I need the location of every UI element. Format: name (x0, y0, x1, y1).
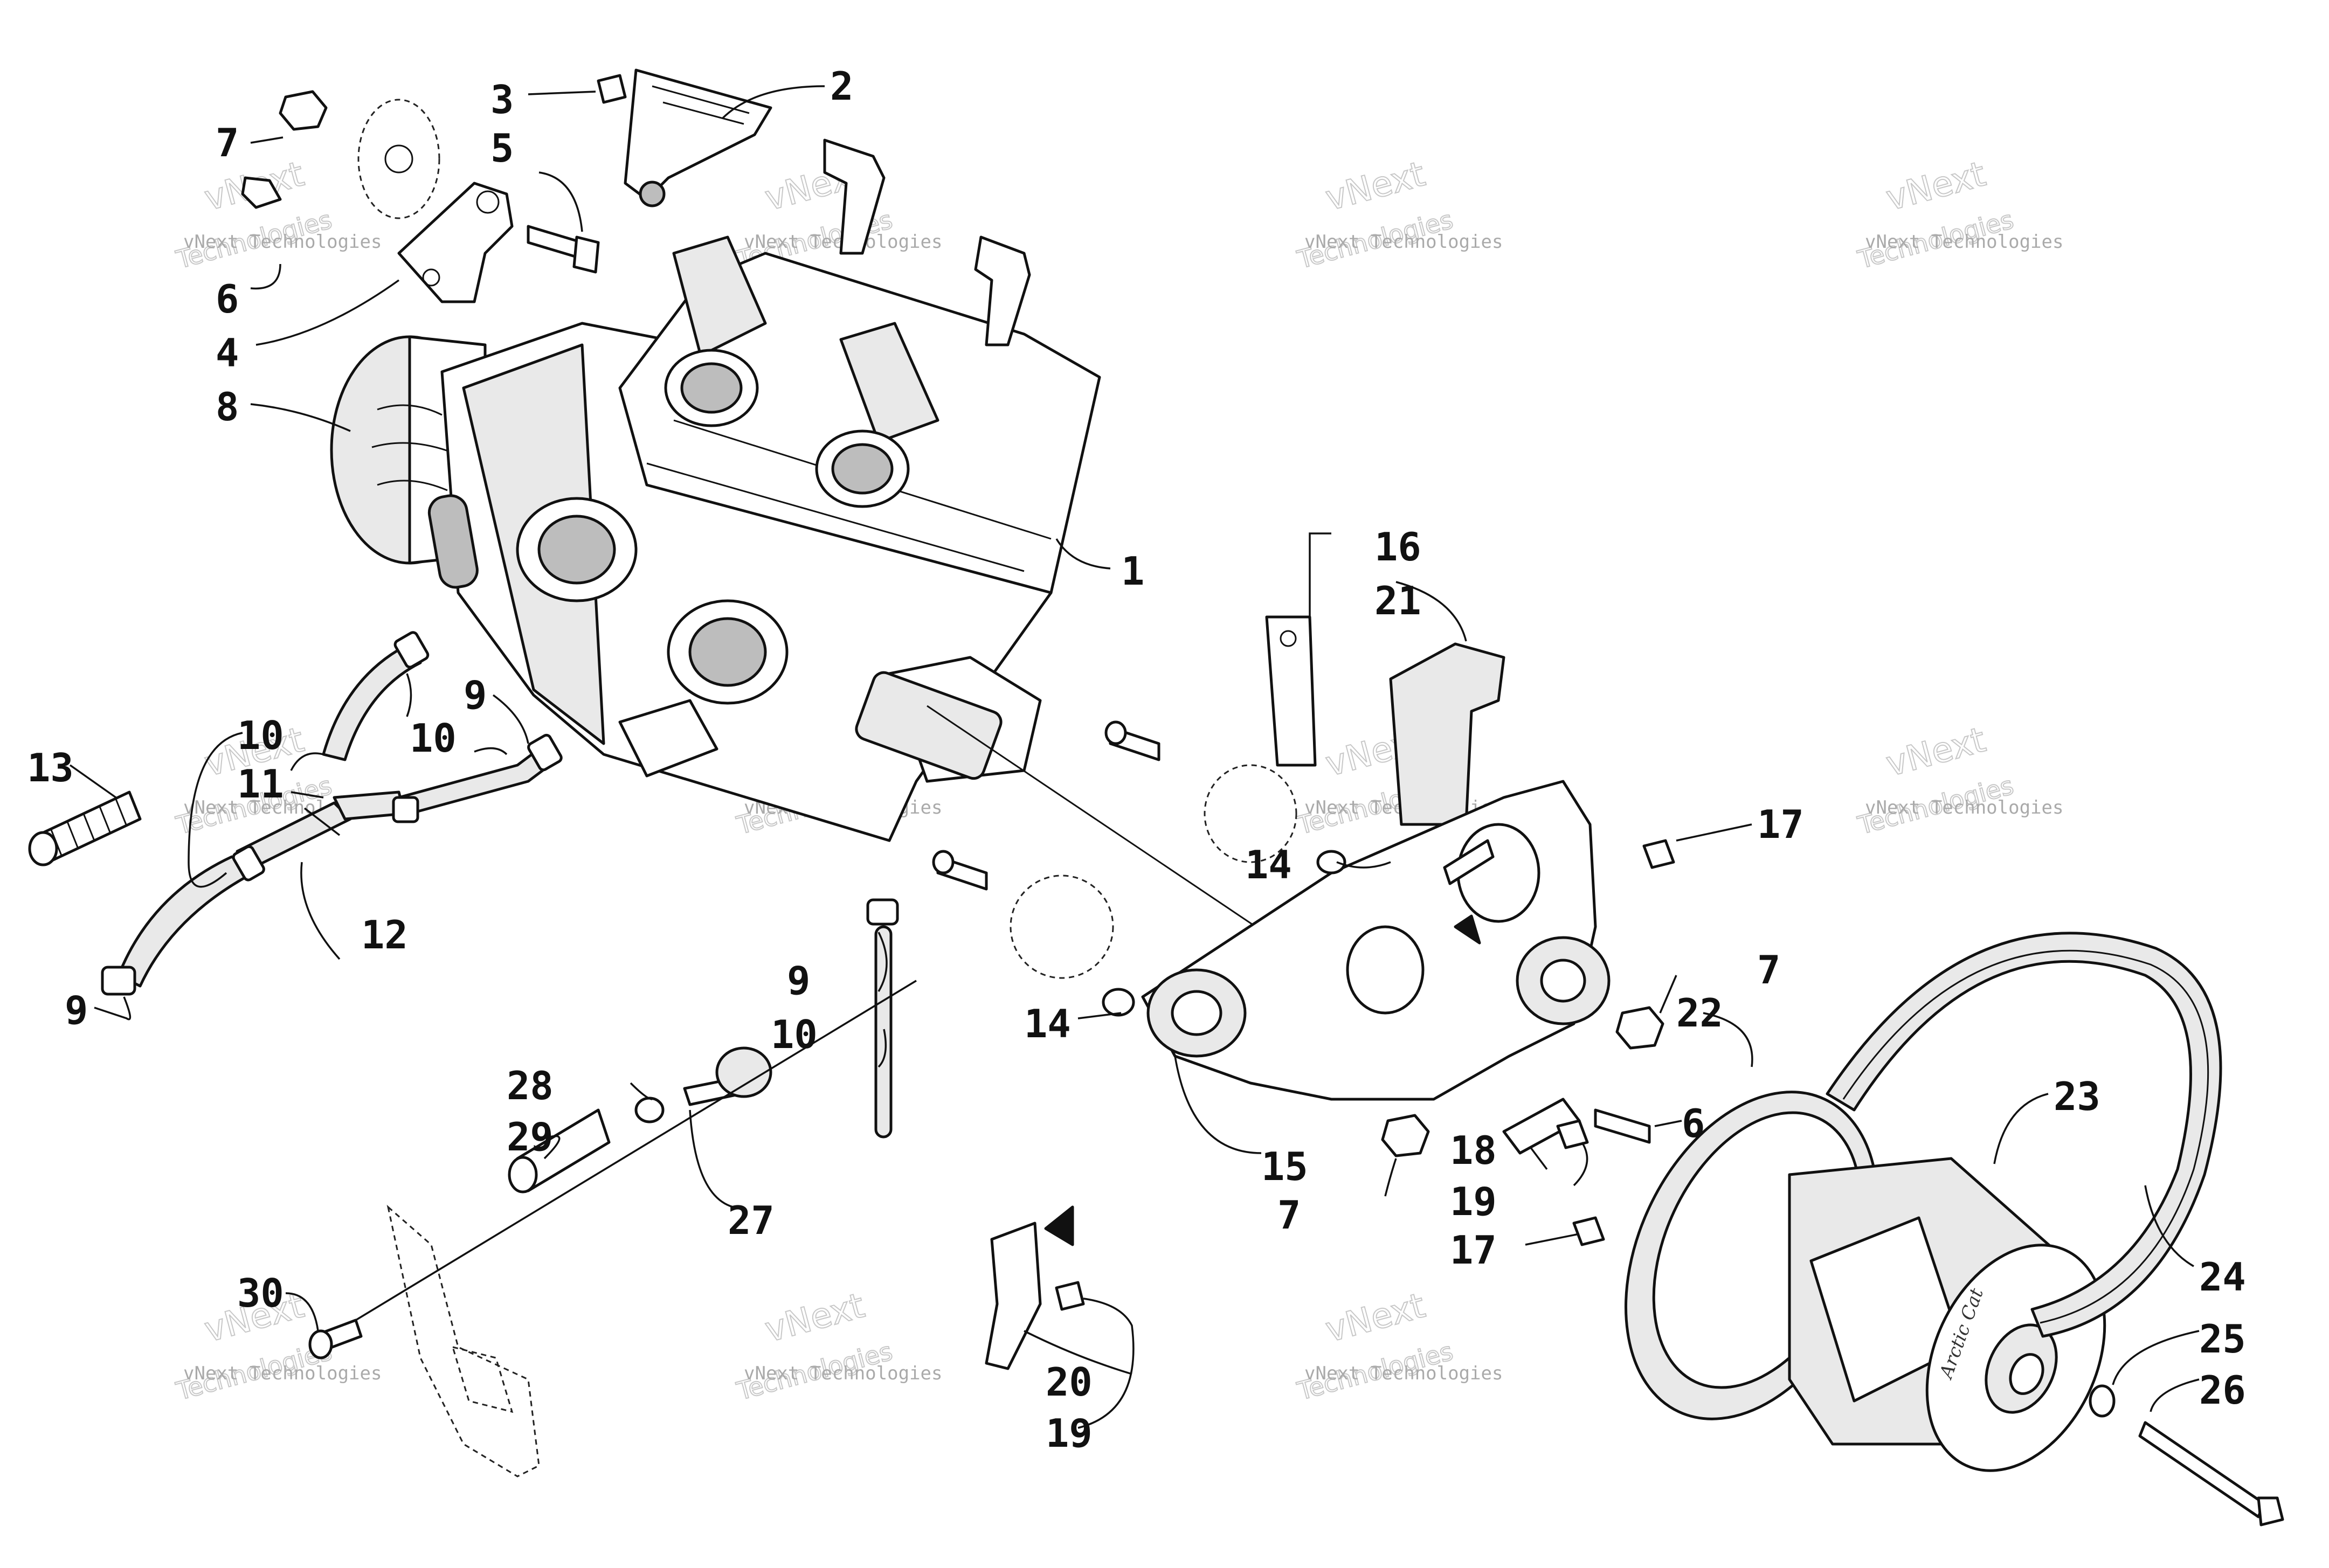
nut (1615, 1006, 1664, 1050)
damper (1010, 875, 1114, 979)
damper (1204, 764, 1297, 863)
callout-28: 28 (507, 1063, 554, 1108)
watermark-company: vNext Technologies (183, 231, 382, 253)
bolt (1556, 1119, 1589, 1149)
callout-11: 11 (237, 761, 284, 807)
callout-19b: 19 (1046, 1411, 1093, 1456)
watermark: vNext Technologies vNext Technologies (172, 154, 382, 275)
callout-9: 9 (464, 672, 487, 718)
callout-4: 4 (216, 330, 239, 376)
callout-5: 5 (490, 126, 514, 171)
bolt (1594, 1108, 1651, 1144)
bolt (1104, 720, 1160, 761)
starter-handle (624, 68, 772, 207)
callout-22: 22 (1676, 990, 1723, 1036)
mounting-bracket (397, 182, 514, 303)
callout-29: 29 (507, 1114, 554, 1160)
washer (2089, 1384, 2116, 1418)
nut (1381, 1114, 1430, 1157)
callout-10: 10 (410, 716, 457, 761)
washer (634, 1097, 665, 1123)
watermark: vNext Technologies vNext Technologies (1294, 1285, 1503, 1406)
callout-18: 18 (1450, 1128, 1497, 1173)
bolt (527, 225, 600, 274)
callout-30: 30 (237, 1271, 284, 1316)
nut (279, 90, 328, 131)
engine-block (427, 235, 1101, 842)
drive-shaft (927, 705, 1273, 939)
clutch-bolt (2138, 1421, 2284, 1527)
callout-27: 27 (728, 1198, 775, 1243)
watermark-company: vNext Technologies (1304, 231, 1503, 253)
watermark: vNext Technologies vNext Technologies (1854, 154, 2064, 275)
plate (1265, 615, 1317, 767)
callout-26: 26 (2199, 1368, 2246, 1413)
coolant-hoses (101, 631, 899, 1139)
engine-mount-plate (1141, 780, 1611, 1101)
bolt (683, 1046, 772, 1106)
callout-20: 20 (1046, 1359, 1093, 1405)
bolt (241, 176, 282, 209)
callout-7: 7 (216, 120, 239, 165)
spacer (508, 1108, 611, 1194)
callout-12: 12 (361, 912, 408, 958)
callout-16: 16 (1374, 524, 1421, 570)
bracket (985, 1205, 1085, 1370)
watermark-brand: vNext (761, 1286, 869, 1350)
callout-25: 25 (2199, 1316, 2246, 1362)
callout-13: 13 (27, 745, 74, 790)
washer (1316, 850, 1346, 875)
callout-10c: 10 (771, 1012, 818, 1057)
callout-9c: 9 (787, 958, 810, 1003)
watermark-company: vNext Technologies (1865, 797, 2063, 818)
frame-outline (451, 1345, 514, 1413)
callout-21: 21 (1374, 578, 1421, 623)
callout-19: 19 (1450, 1179, 1497, 1224)
watermark-brand: vNext (1882, 720, 1990, 785)
callout-17: 17 (1757, 802, 1804, 847)
watermark: vNext Technologies vNext Technologies (1854, 719, 2064, 841)
watermark-brand: vNext (1322, 154, 1429, 219)
watermark-brand: vNext (1882, 154, 1990, 219)
callout-3: 3 (490, 77, 514, 122)
callout-1: 1 (1121, 549, 1144, 594)
leader-lines (69, 85, 2200, 1429)
callout-10b: 10 (237, 713, 284, 758)
pad (1389, 642, 1505, 826)
watermark-company: vNext Technologies (1304, 1363, 1503, 1384)
damper (357, 99, 440, 219)
watermark: vNext Technologies vNext Technologies (1294, 154, 1503, 275)
watermark-brand: vNext (1322, 1286, 1429, 1350)
callout-7b: 7 (1757, 947, 1780, 993)
callout-7c: 7 (1277, 1192, 1301, 1238)
callout-24: 24 (2199, 1254, 2246, 1300)
drive-clutch: Arctic Cat (1625, 1091, 2106, 1472)
callout-6: 6 (216, 276, 239, 322)
bolt (1572, 1216, 1605, 1246)
callout-15: 15 (1261, 1144, 1308, 1189)
callout-14: 14 (1245, 842, 1292, 887)
watermark-company: vNext Technologies (1865, 231, 2063, 253)
drive-belt (1826, 932, 2222, 1338)
callouts: 1 2 3 4 5 6 7 8 9 10 11 12 13 14 15 16 1… (27, 64, 2246, 1456)
callout-2: 2 (830, 64, 853, 109)
bolt (1642, 839, 1675, 869)
callout-14b: 14 (1024, 1001, 1071, 1046)
callout-17b: 17 (1450, 1227, 1497, 1273)
callout-23: 23 (2054, 1074, 2100, 1119)
frame-outline (386, 1204, 540, 1477)
spring (28, 790, 142, 866)
watermark-company: vNext Technologies (744, 1363, 942, 1384)
watermark-company: vNext Technologies (183, 1363, 382, 1384)
bolt (932, 850, 988, 891)
watermark: vNext Technologies vNext Technologies (733, 1285, 943, 1406)
callout-8: 8 (216, 384, 239, 429)
bolt (308, 1319, 363, 1359)
spark-plug-caps (823, 138, 1031, 346)
washer (1102, 988, 1135, 1017)
callout-9b: 9 (65, 988, 88, 1033)
clip (597, 74, 627, 104)
callout-6b: 6 (1682, 1101, 1705, 1146)
